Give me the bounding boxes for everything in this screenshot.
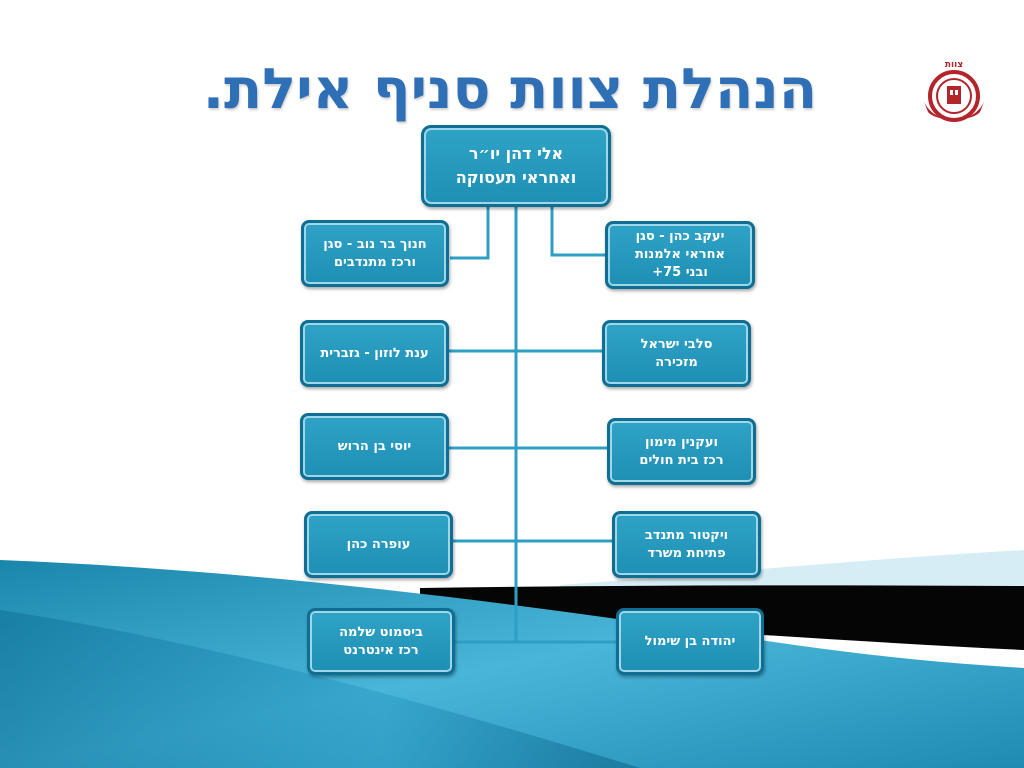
- box-text-line: יהודה בן שימול: [644, 633, 736, 649]
- org-box-left-4: עופרה כהן: [304, 511, 453, 578]
- box-text-line: מזכירה: [655, 354, 698, 370]
- tzevet-emblem-icon: צוות: [924, 60, 984, 122]
- box-text-line: ובני 75+: [652, 265, 708, 280]
- box-text-line: רכז בית חולים: [639, 452, 724, 468]
- org-box-right-5: יהודה בן שימול: [616, 608, 764, 675]
- box-text-line: ביסמוט שלמה: [339, 624, 423, 640]
- org-box-left-1: חנוך בר נוב - סגן ורכז מתנדבים: [301, 220, 449, 287]
- org-box-right-4: ויקטור מתנדב פתיחת משרד: [612, 511, 761, 578]
- box-text-line: חנוך בר נוב - סגן: [323, 236, 427, 252]
- page-title: הנהלת צוות סניף אילת.: [202, 57, 818, 122]
- chairman-box: אלי דהן יו״ר ואחראי תעסוקה: [421, 125, 611, 207]
- box-text-line: סלבי ישראל: [640, 336, 713, 352]
- org-box-left-2: ענת לוזון - גזברית: [300, 320, 449, 387]
- box-text-line: עופרה כהן: [346, 536, 411, 552]
- box-text-line: פתיחת משרד: [647, 545, 726, 561]
- background-wave-lower: [0, 610, 640, 768]
- box-text-line: רכז אינטרנט: [343, 642, 419, 658]
- box-text-line: ועקנין מימון: [645, 434, 718, 450]
- org-box-left-3: יוסי בן הרוש: [300, 413, 449, 480]
- org-box-right-1: יעקב כהן - סגן אחראי אלמנות ובני 75+: [605, 221, 755, 289]
- chairman-role: ואחראי תעסוקה: [455, 168, 577, 187]
- logo-text: צוות: [945, 60, 963, 70]
- box-text-line: ענת לוזון - גזברית: [320, 345, 429, 361]
- org-box-right-2: סלבי ישראל מזכירה: [602, 320, 751, 387]
- box-text-line: ויקטור מתנדב: [644, 527, 729, 543]
- connector-top-right: [550, 205, 606, 257]
- box-text-line: יעקב כהן - סגן: [635, 229, 725, 244]
- box-text-line: ורכז מתנדבים: [334, 254, 417, 270]
- org-box-right-3: ועקנין מימון רכז בית חולים: [607, 418, 756, 485]
- box-text-line: אחראי אלמנות: [635, 247, 726, 262]
- connector-top-left: [450, 205, 490, 260]
- org-box-left-5: ביסמוט שלמה רכז אינטרנט: [307, 608, 455, 675]
- chairman-name: אלי דהן יו״ר: [468, 144, 564, 163]
- box-text-line: יוסי בן הרוש: [337, 438, 412, 454]
